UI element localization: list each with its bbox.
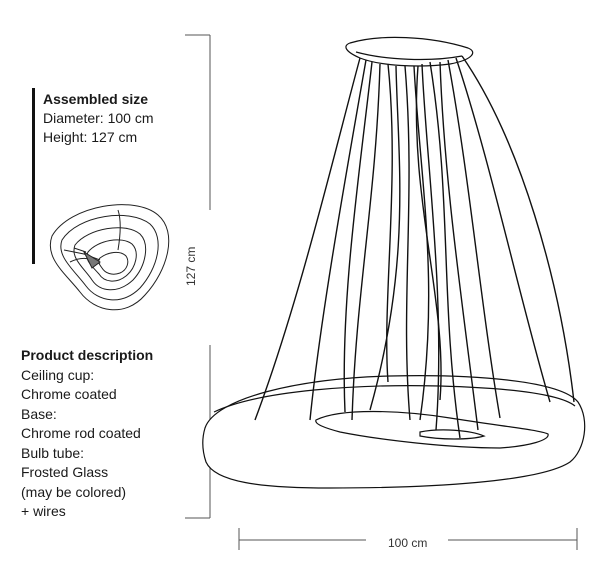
height-dimension-label: 127 cm <box>184 246 198 286</box>
product-description-title: Product description <box>21 347 154 363</box>
description-line: Chrome rod coated <box>21 425 141 441</box>
width-dimension-line <box>238 528 578 550</box>
assembled-size-block: Assembled size Diameter: 100 cm Height: … <box>43 90 153 147</box>
assembled-size-title: Assembled size <box>43 91 149 107</box>
base-ring <box>202 375 586 489</box>
ceiling-cup <box>345 36 474 67</box>
description-line: + wires <box>21 503 66 519</box>
description-line: Frosted Glass <box>21 464 109 480</box>
top-view-sketch <box>49 204 170 311</box>
spec-accent-bar <box>32 88 35 264</box>
suspension-wires <box>254 55 575 439</box>
description-line: (may be colored) <box>21 483 127 500</box>
description-line: Ceiling cup: <box>21 366 95 383</box>
assembled-diameter: Diameter: 100 cm <box>43 110 154 126</box>
assembled-height: Height: 127 cm <box>43 129 138 145</box>
description-line: Chrome coated <box>21 386 117 402</box>
description-line: Bulb tube: <box>21 444 85 461</box>
description-line: Base: <box>21 405 57 422</box>
product-description-block: Product description Ceiling cup: Chrome … <box>21 346 153 522</box>
width-dimension-label: 100 cm <box>388 536 428 550</box>
